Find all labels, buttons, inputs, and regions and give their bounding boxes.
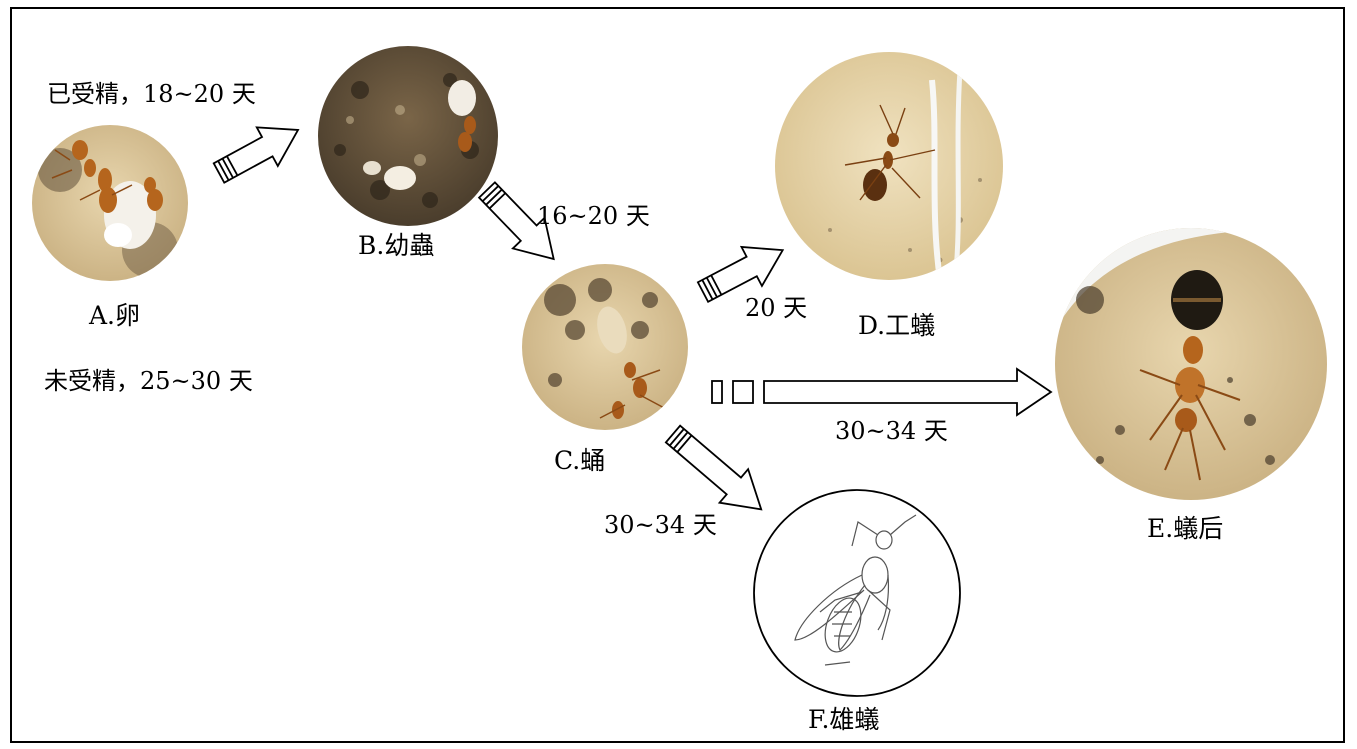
larva-photo [318, 46, 498, 226]
egg-label: A.卵 [89, 301, 140, 331]
unfertilized-duration: 未受精，25~30 天 [44, 366, 253, 396]
arrow-egg-to-larva [208, 111, 308, 193]
queen-photo [1055, 228, 1330, 500]
fertilized-duration: 已受精，18~20 天 [47, 79, 256, 109]
larva-label: B.幼蟲 [358, 231, 434, 261]
pupa-to-worker-duration: 20 天 [745, 293, 807, 323]
male-label: F.雄蟻 [808, 705, 879, 735]
pupa-photo [522, 264, 688, 430]
pupa-label: C.蛹 [554, 446, 605, 476]
pupa-to-male-duration: 30~34 天 [604, 510, 717, 540]
worker-label: D.工蟻 [858, 311, 935, 341]
male-sketch [754, 490, 960, 696]
egg-photo [32, 125, 188, 281]
larva-to-pupa-duration: 16~20 天 [537, 201, 650, 231]
pupa-to-queen-duration: 30~34 天 [835, 416, 948, 446]
arrow-pupa-to-queen [712, 369, 1051, 415]
queen-label: E.蟻后 [1147, 514, 1223, 544]
worker-photo [775, 52, 1003, 280]
